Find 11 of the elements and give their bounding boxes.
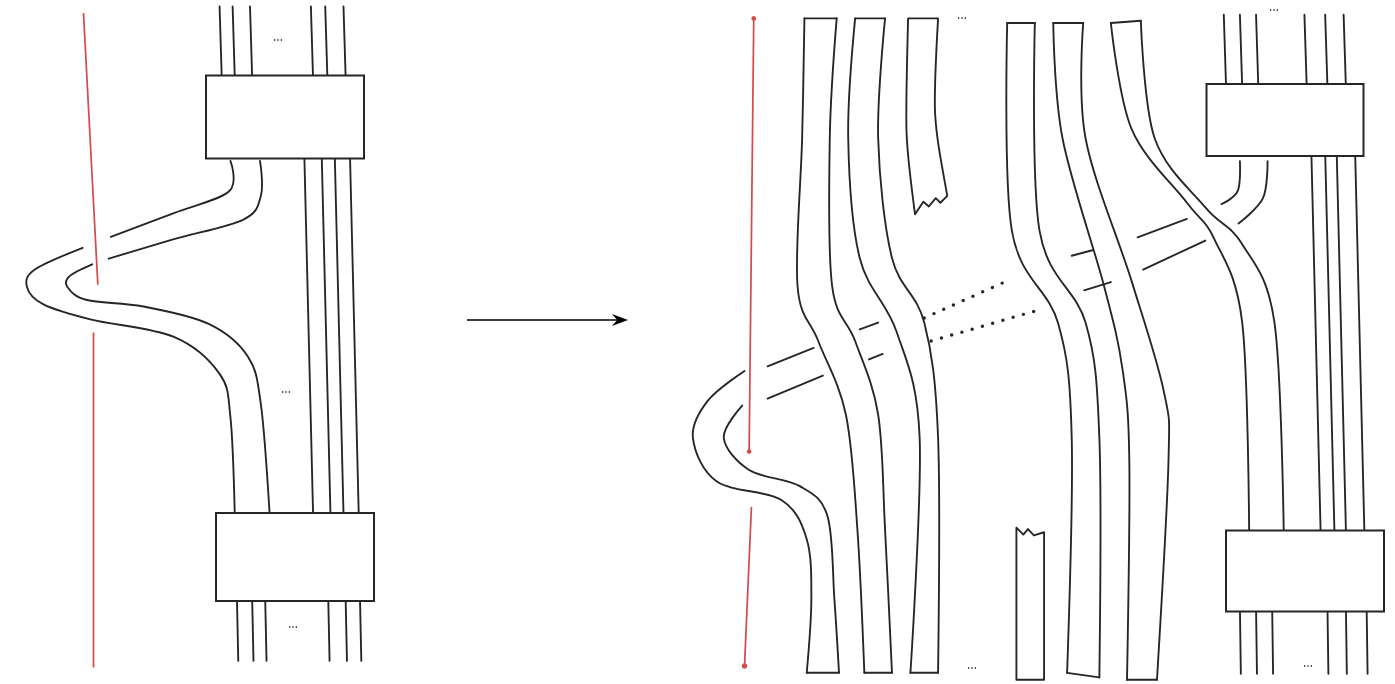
ellipsis: ...	[282, 391, 290, 393]
coupon-box	[1205, 83, 1365, 157]
ellipsis: ...	[958, 17, 966, 19]
ellipsis: ...	[1304, 665, 1312, 667]
ellipsis: ...	[968, 667, 976, 669]
coupon-box	[205, 74, 365, 160]
ellipsis: ...	[289, 626, 297, 628]
ellipsis: ...	[274, 39, 282, 41]
ellipsis: ...	[1270, 9, 1278, 11]
coupon-box	[1225, 529, 1385, 613]
coupon-box	[215, 512, 375, 602]
